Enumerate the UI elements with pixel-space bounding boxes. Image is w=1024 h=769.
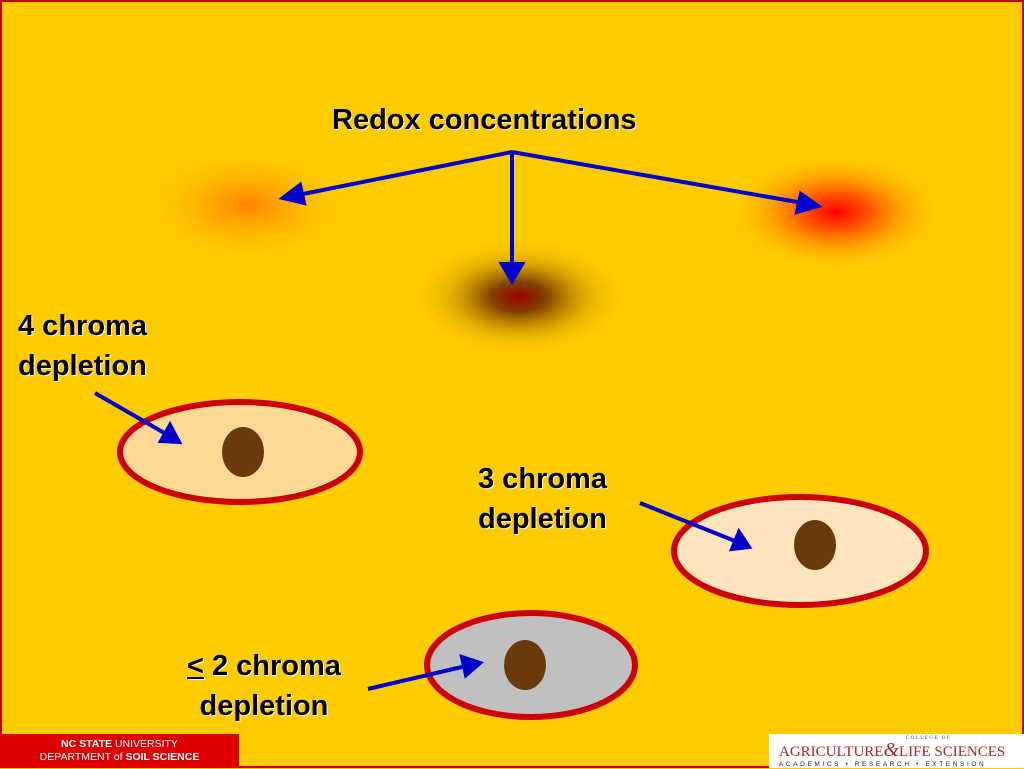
arrowhead-3-chroma (728, 527, 753, 552)
label-3-chroma-line1: 3 chroma (478, 463, 607, 495)
agriculture-text: AGRICULTURE (779, 744, 884, 760)
label-4-chroma-depletion: 4 chroma depletion (18, 306, 147, 386)
redox-concentration-orange (137, 145, 357, 265)
nc-state-text: NC STATE (61, 738, 112, 750)
label-2-chroma-line2: depletion (199, 690, 329, 722)
arrowhead-4-chroma (157, 420, 183, 445)
cals-tagline: ACADEMICS • RESEARCH • EXTENSION (779, 761, 987, 768)
soil-science-text: SOIL SCIENCE (125, 751, 200, 763)
ncsu-soil-science-logo: NC STATE UNIVERSITY DEPARTMENT of SOIL S… (0, 734, 239, 768)
label-2-chroma-line1: < 2 chroma (187, 646, 341, 686)
cals-logo: COLLEGE OF AGRICULTURE&LIFE SCIENCES ACA… (769, 734, 1024, 768)
ampersand: & (883, 739, 900, 761)
department-text: DEPARTMENT of (39, 751, 126, 763)
university-text: UNIVERSITY (112, 738, 178, 750)
cals-wordmark: AGRICULTURE&LIFE SCIENCES (779, 739, 1018, 761)
label-2-chroma-depletion: < 2 chroma depletion (187, 646, 341, 726)
pore-3-chroma (794, 520, 836, 570)
life-sciences-text: LIFE SCIENCES (899, 744, 1006, 760)
label-3-chroma-line2: depletion (478, 503, 607, 535)
label-4-chroma-line2: depletion (18, 350, 147, 382)
redox-concentration-brown (409, 237, 629, 357)
arrow-to-orange (297, 150, 513, 197)
arrow-4-chroma (93, 391, 168, 436)
arrowhead-2-chroma (459, 653, 484, 679)
label-3-chroma-depletion: 3 chroma depletion (478, 459, 607, 539)
arrow-2-chroma (367, 664, 467, 691)
redox-concentrations-title: Redox concentrations (332, 104, 637, 136)
arrowhead-brown (498, 262, 526, 285)
label-arrows (93, 391, 753, 691)
arrow-3-chroma (639, 501, 736, 543)
arrowhead-orange (278, 181, 307, 206)
college-of-text: COLLEGE OF (905, 736, 952, 741)
department-line: DEPARTMENT of SOIL SCIENCE (0, 751, 239, 764)
label-2-chroma-line1-text: 2 chroma (203, 650, 341, 682)
arrow-to-red (511, 150, 804, 205)
title-arrows (278, 150, 823, 285)
less-equal-symbol: < (187, 650, 204, 682)
pore-4-chroma (222, 427, 264, 477)
arrowhead-red (794, 190, 823, 215)
pore-2-chroma (504, 640, 546, 690)
ncsu-line: NC STATE UNIVERSITY (0, 738, 239, 751)
redox-concentration-red (726, 152, 946, 272)
label-4-chroma-line1: 4 chroma (18, 310, 147, 342)
